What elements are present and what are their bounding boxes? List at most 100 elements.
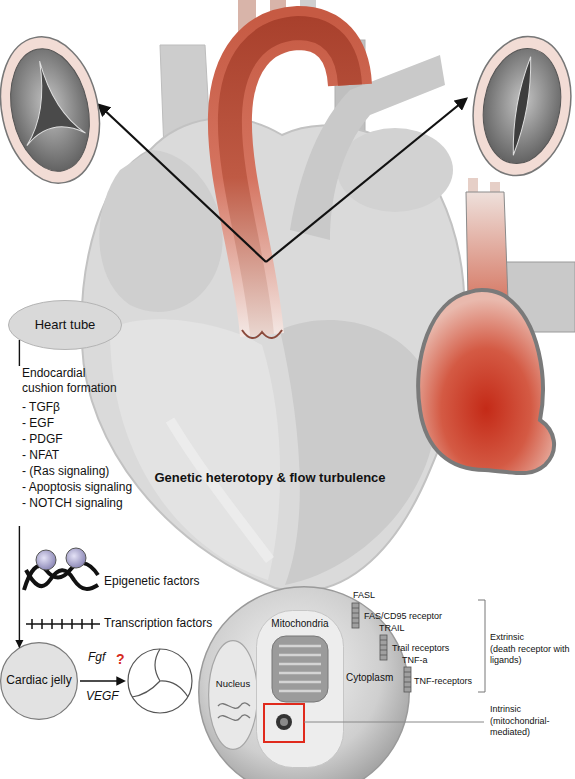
leaflet-circle <box>132 649 188 697</box>
pointer-arrow <box>266 99 466 262</box>
node-label: Heart tube <box>8 300 122 350</box>
heart-body <box>82 118 465 591</box>
great-vessels <box>300 0 316 30</box>
pathway-item: - PDGF <box>22 432 63 447</box>
receptor-name: Trail receptors <box>392 643 449 654</box>
node-label: Nucleus <box>208 676 258 692</box>
factor-label: Transcription factors <box>104 616 212 631</box>
signal-name: Fgf <box>88 650 105 665</box>
leaflet-circle <box>128 649 192 713</box>
flow-arrow <box>19 340 20 647</box>
aneurysm-drawing <box>468 178 478 198</box>
chromatin-icon <box>24 563 98 590</box>
pathway-item: - Apoptosis signaling <box>22 480 132 495</box>
bicuspid-valve <box>475 42 570 169</box>
organelle-dot <box>280 718 288 726</box>
pathway-item: - EGF <box>22 416 54 431</box>
receptor-symbol <box>380 635 387 660</box>
nucleus-shape: Nucleus <box>208 640 258 750</box>
cell-circle: Cytoplasm Nucleus Mitochondria <box>198 586 410 779</box>
chromatin-icon <box>36 550 56 570</box>
structure-ellipse-outline <box>8 300 122 350</box>
ligand-name: TNF-a <box>402 655 428 666</box>
organelle-region-outline <box>257 611 344 768</box>
highlight-box <box>264 704 304 742</box>
great-vessels <box>335 40 365 140</box>
chromatin-icon <box>66 548 86 568</box>
jelly-arrow <box>80 680 124 682</box>
nucleus-shape-outline <box>208 640 258 750</box>
heart-body <box>110 319 280 580</box>
heart-body <box>170 420 270 560</box>
receptor-symbol <box>404 672 411 687</box>
receptor-symbol <box>380 640 387 655</box>
bicuspid-valve <box>463 29 575 184</box>
tricuspid-valve <box>0 41 100 178</box>
ligand-name: TRAIL <box>379 623 405 634</box>
pathway-item: - NFAT <box>22 448 59 463</box>
pathway-item: - NOTCH signaling <box>22 496 123 511</box>
leaflet-circle <box>128 649 192 713</box>
tricuspid-valve <box>0 28 112 193</box>
pathway-item: - TGFβ <box>22 400 60 415</box>
cell-circle-outline <box>198 586 410 779</box>
pointer-arrow <box>99 105 266 262</box>
factor-track <box>26 619 100 629</box>
structure-ellipse: Heart tube <box>8 300 122 350</box>
factor-track <box>26 623 100 625</box>
aorta <box>230 28 350 338</box>
node-label: Mitochondria <box>256 616 344 632</box>
bicuspid-valve <box>508 56 535 156</box>
nucleus-shape-outline <box>209 641 258 750</box>
aneurysm-drawing <box>466 192 508 300</box>
mitochondrion-symbol <box>279 646 321 691</box>
aneurysm-drawing <box>495 262 575 332</box>
great-vessels <box>238 0 256 40</box>
bracket <box>478 600 485 692</box>
mitochondrion-symbol <box>272 636 328 702</box>
organelle-region: Mitochondria <box>256 610 344 768</box>
pathway-type: Intrinsic <box>490 704 521 715</box>
pathway-item: - (Ras signaling) <box>22 464 109 479</box>
great-vessels <box>160 0 365 178</box>
pathway-note: (death receptor with ligands) <box>490 644 574 667</box>
chromatin-icon <box>26 570 98 589</box>
aorta <box>230 28 350 335</box>
receptor-name: TNF-receptors <box>414 676 472 687</box>
tissue-circle: Cardiac jelly <box>0 642 78 720</box>
heart-body <box>82 55 465 591</box>
mitochondrion-symbol <box>272 636 328 702</box>
receptor-symbol <box>404 667 411 692</box>
receptor-symbol <box>404 667 411 692</box>
process-heading: Endocardial cushion formation <box>22 366 122 396</box>
node-label: Cytoplasm <box>346 670 402 686</box>
factor-label: Epigenetic factors <box>104 574 199 589</box>
aorta <box>242 330 282 338</box>
pointer-arrow <box>99 99 466 262</box>
pathway-note: (mitochondrial-mediated) <box>490 716 574 739</box>
ligand-name: FASL <box>353 590 375 601</box>
aneurysm-drawing <box>490 182 500 200</box>
factor-track <box>32 619 92 629</box>
node-label: Cardiac jelly <box>6 642 72 720</box>
dna-squiggle <box>218 703 250 720</box>
jelly-arrow <box>80 681 124 682</box>
tissue-circle-outline <box>0 642 78 720</box>
aorta <box>230 28 350 335</box>
receptor-symbol <box>352 608 359 623</box>
receptor-symbol <box>380 635 387 660</box>
receptor-name: FAS/CD95 receptor <box>364 611 442 622</box>
structure-ellipse-outline <box>9 301 122 350</box>
heart-body <box>290 55 445 240</box>
receptor-symbol <box>352 603 359 628</box>
aneurysm-drawing <box>418 178 575 473</box>
bicuspid-valve <box>463 29 575 184</box>
heart-body <box>99 150 222 312</box>
tissue-circle-outline <box>1 643 78 720</box>
organelle-region-outline <box>256 610 344 768</box>
cell-circle-outline <box>199 587 410 779</box>
